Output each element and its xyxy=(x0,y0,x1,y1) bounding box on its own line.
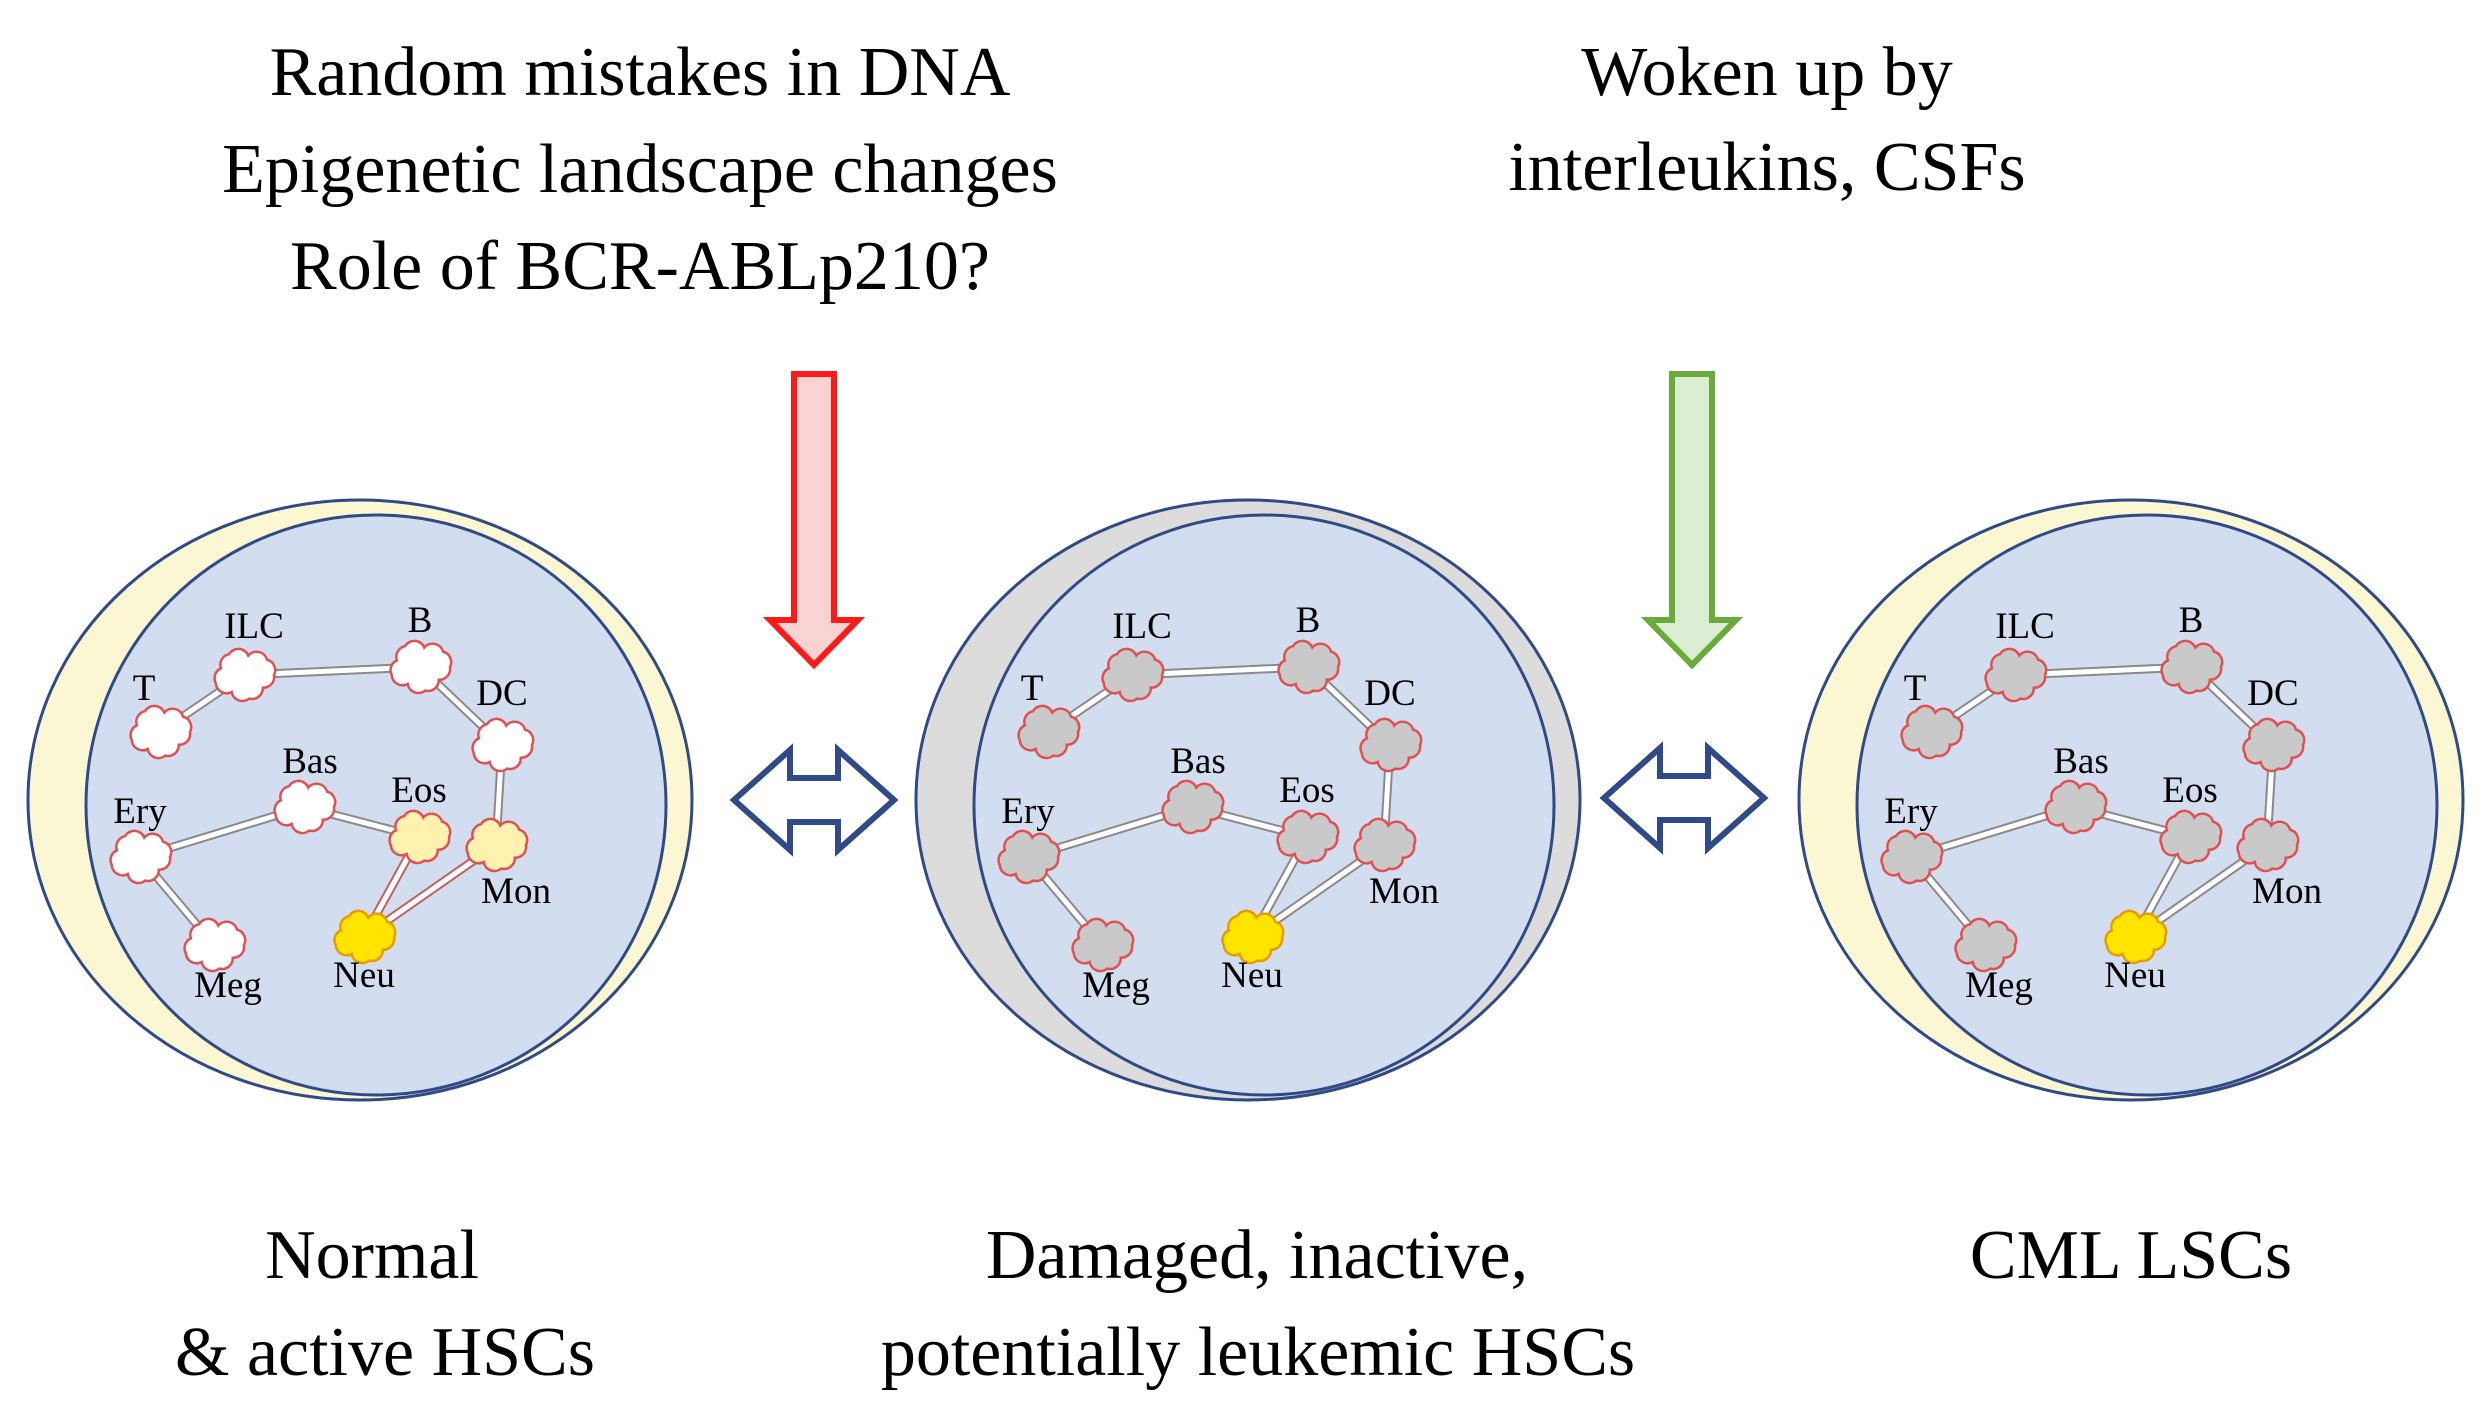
damaged-hsc-label-line-2: potentially leukemic HSCs xyxy=(881,1314,1635,1391)
cell-node-ery xyxy=(1880,829,1944,885)
node-label-bas: Bas xyxy=(282,741,338,782)
damage-causes-text: Random mistakes in DNA Epigenetic landsc… xyxy=(222,34,1058,305)
node-label-mon: Mon xyxy=(481,871,551,912)
node-label-ery: Ery xyxy=(1001,791,1055,832)
node-label-eos: Eos xyxy=(2162,770,2218,811)
node-label-neu: Neu xyxy=(333,955,395,996)
cell-node-t xyxy=(129,704,193,760)
cell-node-meg xyxy=(183,917,247,973)
cause-line-1: Random mistakes in DNA xyxy=(270,34,1011,111)
cell-nucleus xyxy=(1855,513,2439,1097)
activation-text: Woken up by interleukins, CSFs xyxy=(1508,34,2025,206)
node-label-neu: Neu xyxy=(1221,955,1283,996)
node-label-meg: Meg xyxy=(1082,965,1150,1006)
activation-line-1: Woken up by xyxy=(1581,34,1953,111)
node-label-ery: Ery xyxy=(1884,791,1938,832)
node-label-dc: DC xyxy=(476,673,527,714)
cell-nucleus xyxy=(84,513,668,1097)
cell-labels: Normal & active HSCs Damaged, inactive, … xyxy=(175,1217,2292,1391)
cell-node-neu xyxy=(1221,909,1285,965)
cell-node-t xyxy=(1900,704,1964,760)
node-label-neu: Neu xyxy=(2104,955,2166,996)
node-label-b: B xyxy=(2179,600,2204,641)
cell-node-b xyxy=(2160,639,2224,695)
normal-hsc-label-line-1: Normal xyxy=(265,1217,479,1294)
cml-lsc-label: CML LSCs xyxy=(1970,1217,2292,1294)
node-label-eos: Eos xyxy=(1279,770,1335,811)
node-label-dc: DC xyxy=(1364,673,1415,714)
cell-node-mon xyxy=(1353,817,1417,873)
red-down-arrow-icon xyxy=(762,371,866,670)
cell-node-b xyxy=(1277,639,1341,695)
cell-node-t xyxy=(1017,704,1081,760)
node-label-mon: Mon xyxy=(2252,871,2322,912)
cell-node-ilc xyxy=(1101,647,1165,703)
node-label-meg: Meg xyxy=(194,965,262,1006)
node-label-b: B xyxy=(1296,600,1321,641)
node-label-ilc: ILC xyxy=(1112,606,1172,647)
cell-node-bas xyxy=(273,779,337,835)
cell-node-mon xyxy=(465,817,529,873)
node-label-bas: Bas xyxy=(2053,741,2109,782)
node-label-t: T xyxy=(1904,668,1927,709)
cell-node-meg xyxy=(1954,917,2018,973)
cell-node-ery xyxy=(109,829,173,885)
cell-node-b xyxy=(389,639,453,695)
node-label-bas: Bas xyxy=(1170,741,1226,782)
node-label-t: T xyxy=(133,668,156,709)
cell-node-eos xyxy=(1276,809,1340,865)
cell-node-bas xyxy=(2044,779,2108,835)
node-label-eos: Eos xyxy=(391,770,447,811)
cell-node-mon xyxy=(2236,817,2300,873)
activation-line-2: interleukins, CSFs xyxy=(1508,129,2025,206)
node-label-dc: DC xyxy=(2247,673,2298,714)
cause-line-3: Role of BCR-ABLp210? xyxy=(290,228,990,305)
left-right-arrow-icon xyxy=(729,743,899,857)
node-label-ery: Ery xyxy=(113,791,167,832)
cell-node-dc xyxy=(2242,717,2306,773)
cell-node-neu xyxy=(333,909,397,965)
cell-node-bas xyxy=(1161,779,1225,835)
cause-line-2: Epigenetic landscape changes xyxy=(222,131,1058,208)
node-label-ilc: ILC xyxy=(224,606,284,647)
cell-node-dc xyxy=(471,717,535,773)
cell-nucleus xyxy=(972,513,1556,1097)
cell-node-neu xyxy=(2104,909,2168,965)
cell-node-meg xyxy=(1071,917,1135,973)
cell-node-eos xyxy=(2159,809,2223,865)
normal-hsc-label-line-2: & active HSCs xyxy=(175,1314,595,1391)
cell-node-dc xyxy=(1359,717,1423,773)
green-down-arrow-icon xyxy=(1640,371,1744,670)
damaged-hsc-label-line-1: Damaged, inactive, xyxy=(986,1217,1528,1294)
cell-node-ilc xyxy=(213,647,277,703)
node-label-meg: Meg xyxy=(1965,965,2033,1006)
node-label-ilc: ILC xyxy=(1995,606,2055,647)
cell-node-ery xyxy=(997,829,1061,885)
node-label-mon: Mon xyxy=(1369,871,1439,912)
left-right-arrow-icon xyxy=(1599,741,1769,855)
cell-node-eos xyxy=(388,809,452,865)
node-label-b: B xyxy=(408,600,433,641)
cell-node-ilc xyxy=(1984,647,2048,703)
node-label-t: T xyxy=(1021,668,1044,709)
